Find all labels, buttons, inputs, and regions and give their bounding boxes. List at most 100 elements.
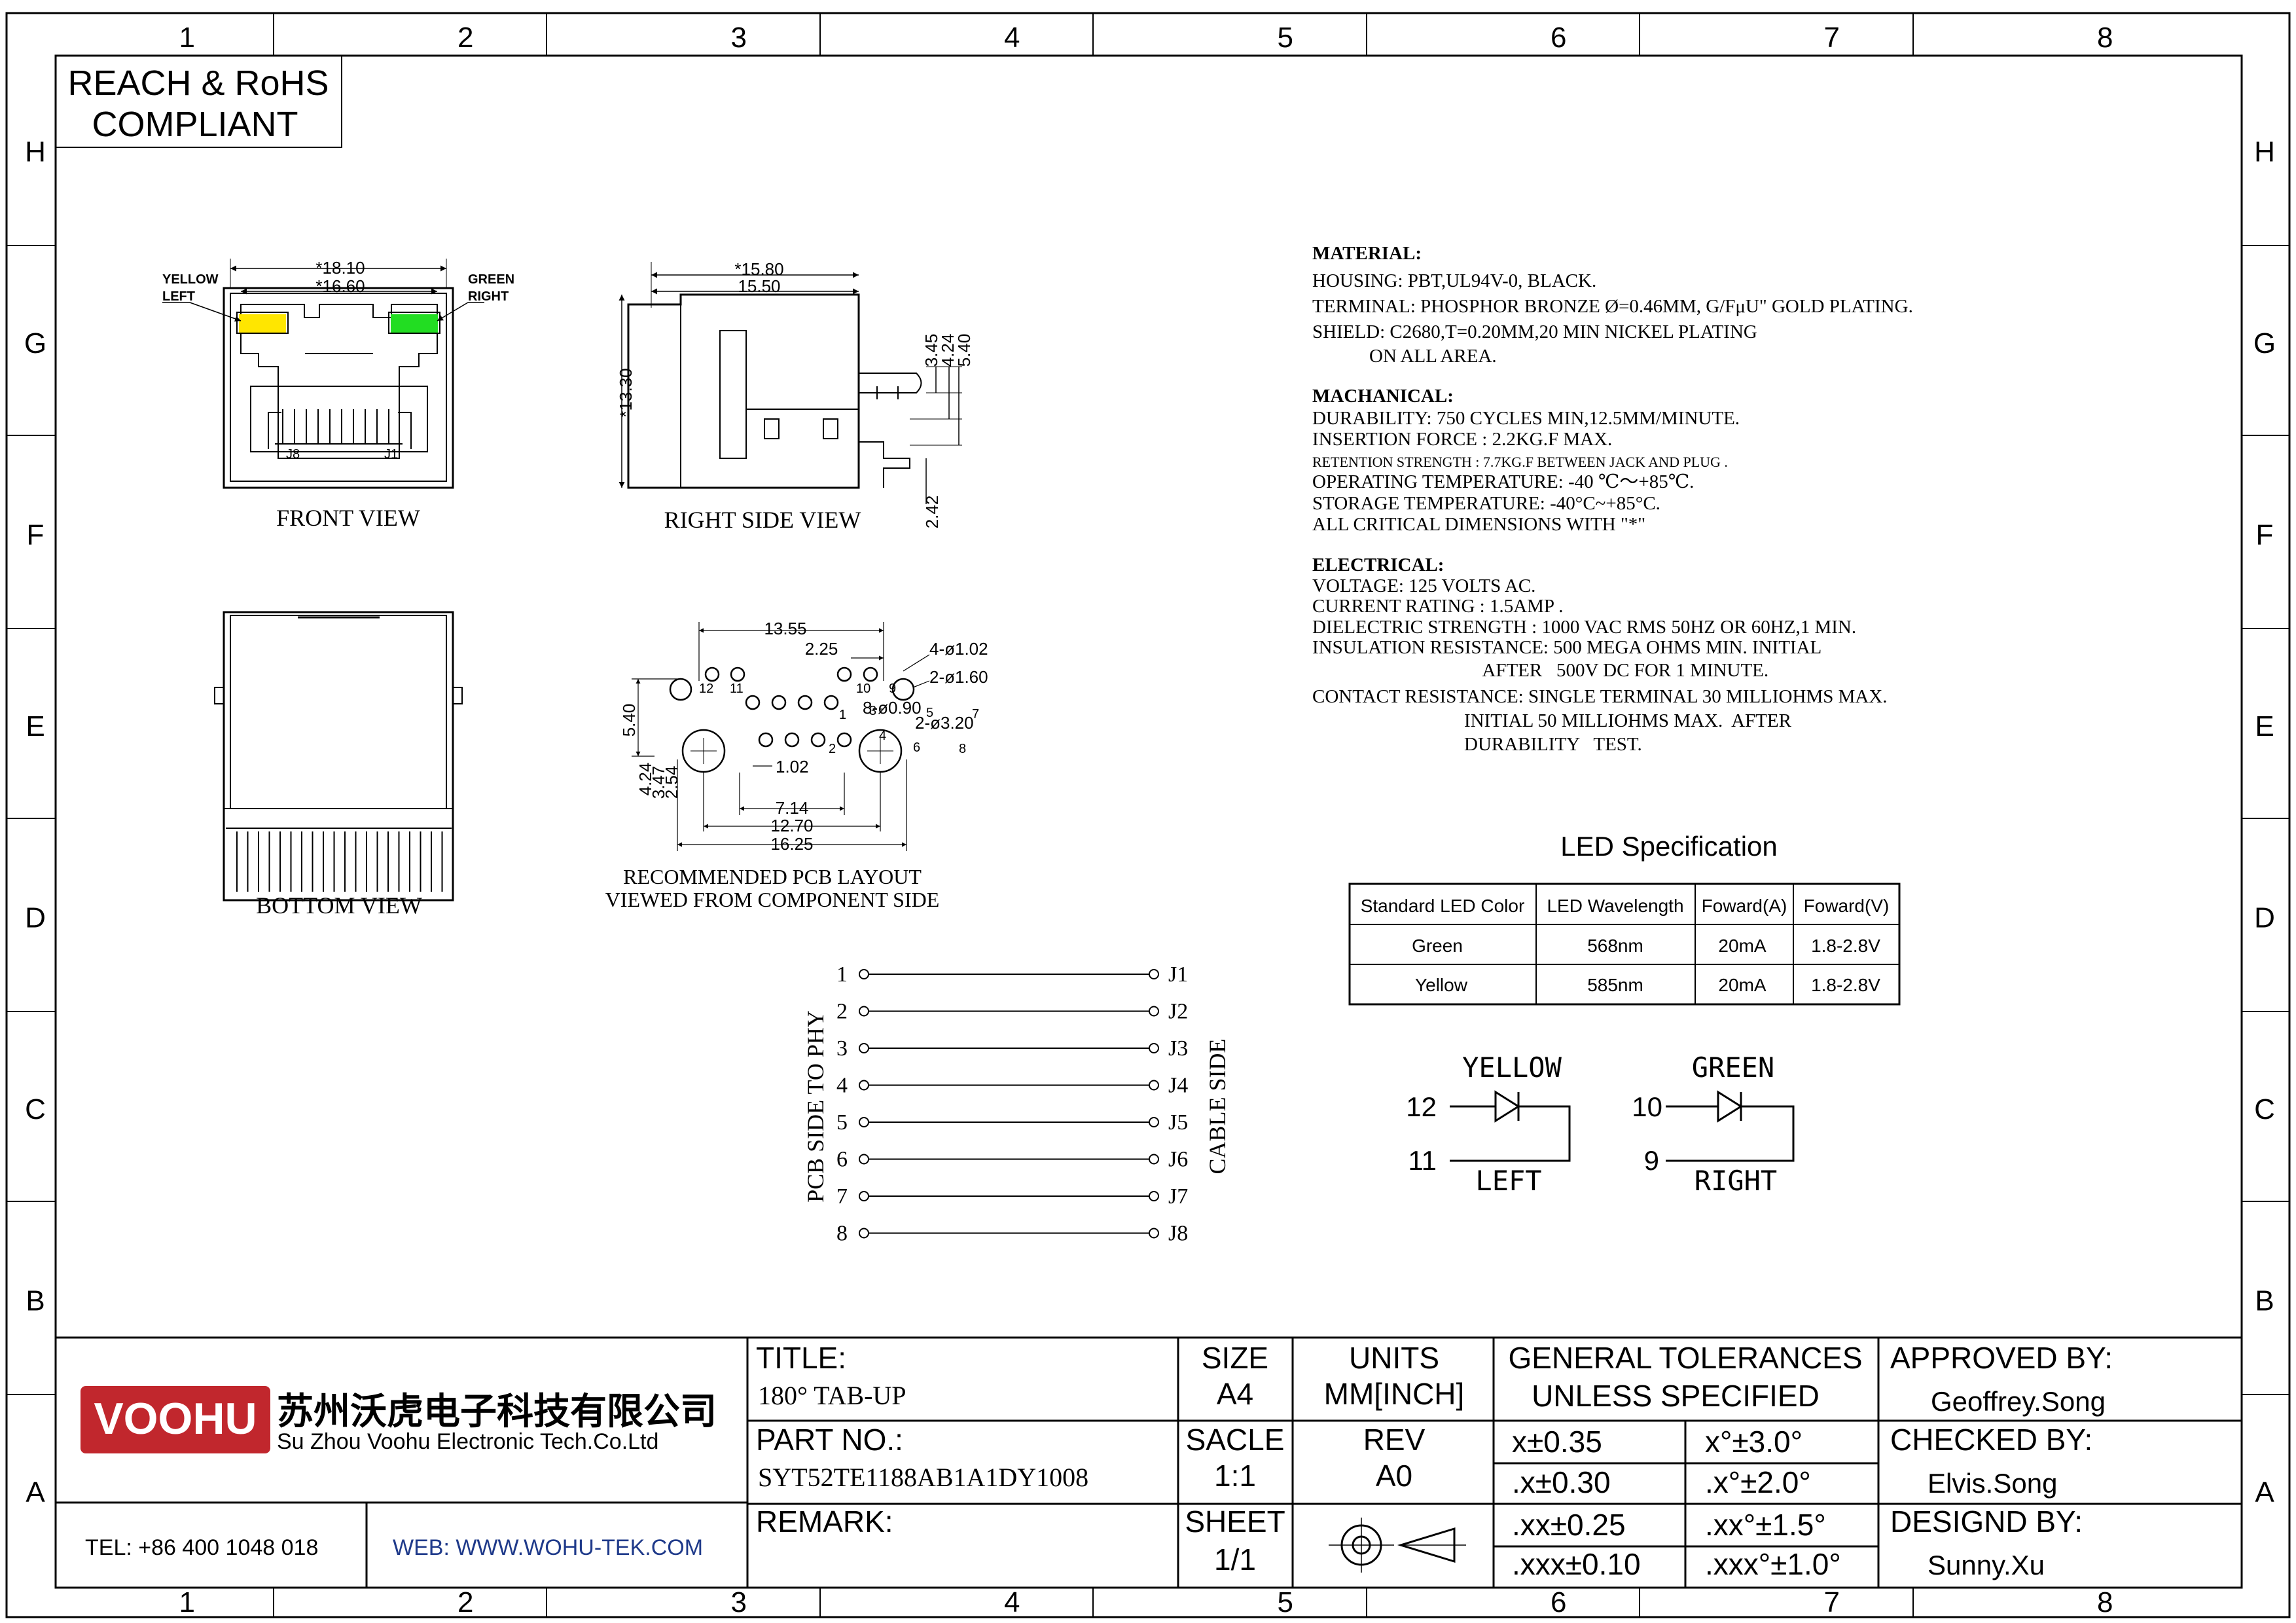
led-green-pin-9: 9 xyxy=(1644,1145,1659,1176)
pcb-pin-10: 10 xyxy=(856,682,870,696)
checked-label: CHECKED BY: xyxy=(1890,1423,2092,1457)
grid-col-label-top: 5 xyxy=(1278,22,1293,54)
right-side-view xyxy=(627,293,922,489)
wire-pin-right-label: J2 xyxy=(1168,1000,1188,1024)
pcb-hole xyxy=(863,666,878,682)
company-name-en: Su Zhou Voohu Electronic Tech.Co.Ltd xyxy=(277,1429,658,1454)
electrical-line-3: DIELECTRIC STRENGTH : 1000 VAC RMS 50HZ … xyxy=(1312,617,1856,638)
material-line-2: TERMINAL: PHOSPHOR BRONZE Ø=0.46MM, G/Fμ… xyxy=(1312,296,1913,317)
pcb-dim-2-1-60: 2-ø1.60 xyxy=(929,667,988,687)
mechanical-line-2: INSERTION FORCE : 2.2KG.F MAX. xyxy=(1312,429,1612,450)
pcb-pin-3: 3 xyxy=(869,704,876,718)
material-line-4: ON ALL AREA. xyxy=(1312,346,1497,367)
grid-col-label-bottom: 8 xyxy=(2097,1586,2113,1618)
designed-value: Sunny.Xu xyxy=(1928,1550,2045,1580)
size-value: A4 xyxy=(1217,1377,1253,1411)
material-line-3: SHIELD: C2680,T=0.20MM,20 MIN NICKEL PLA… xyxy=(1312,321,1757,342)
tolerances-title-2: UNLESS SPECIFIED xyxy=(1532,1379,1820,1413)
material-line-1: HOUSING: PBT,UL94V-0, BLACK. xyxy=(1312,270,1596,291)
bottom-view-label: BOTTOM VIEW xyxy=(256,892,422,919)
led-spec-cell-green-forward-a: 20mA xyxy=(1718,936,1766,956)
side-dim-2-42: 2.42 xyxy=(922,496,942,529)
wire-terminal-left xyxy=(859,1154,869,1165)
tolerances-title-1: GENERAL TOLERANCES xyxy=(1508,1341,1862,1375)
wire-pin-left-label: 8 xyxy=(836,1222,848,1246)
grid-row-label-left: B xyxy=(26,1285,45,1317)
logo-text: VOOHU xyxy=(94,1394,257,1444)
wire-terminal-left xyxy=(859,1228,869,1239)
grid-col-label-bottom: 3 xyxy=(731,1586,747,1618)
wire-terminal-left xyxy=(859,969,869,979)
front-view-label: FRONT VIEW xyxy=(276,505,420,531)
title-value: 180° TAB-UP xyxy=(758,1381,906,1410)
electrical-line-6: CONTACT RESISTANCE: SINGLE TERMINAL 30 M… xyxy=(1312,686,1888,707)
grid-row-label-left: D xyxy=(25,902,46,934)
led-spec-cell-yellow-color: Yellow xyxy=(1415,975,1468,995)
tolerance-angular-2: .xx°±1.5° xyxy=(1705,1508,1826,1542)
pcb-pin-8: 8 xyxy=(959,742,966,756)
material-heading: MATERIAL: xyxy=(1312,243,1422,264)
pcb-layout xyxy=(669,666,915,773)
pin-j8-label: J8 xyxy=(286,447,300,462)
pcb-pin-1: 1 xyxy=(839,708,846,722)
pcb-pin-9: 9 xyxy=(889,682,896,696)
pcb-dim-2-3-20: 2-ø3.20 xyxy=(915,713,974,733)
pcb-hole xyxy=(771,695,787,710)
pcb-pin-6: 6 xyxy=(913,740,920,755)
pcb-layout-label-1: RECOMMENDED PCB LAYOUT xyxy=(623,865,922,888)
pcb-pin-7: 7 xyxy=(972,707,979,721)
grid-row-label-left: H xyxy=(25,136,46,168)
led-yellow-title: YELLOW xyxy=(1462,1051,1562,1084)
front-dim-inner: *16.60 xyxy=(315,276,365,296)
led-green-pin-10: 10 xyxy=(1632,1091,1662,1122)
led-spec-cell-green-color: Green xyxy=(1412,936,1463,956)
pcb-dim-3-47: 3.47 xyxy=(649,766,668,799)
electrical-line-4: INSULATION RESISTANCE: 500 MEGA OHMS MIN… xyxy=(1312,637,1821,658)
led-spec-header-forward-a: Foward(A) xyxy=(1702,896,1787,916)
pcb-pin-4: 4 xyxy=(879,729,886,743)
wire-pin-right-label: J6 xyxy=(1168,1148,1188,1172)
scale-label: SACLE xyxy=(1186,1423,1285,1457)
led-yellow-side: LEFT xyxy=(1475,1165,1541,1197)
projection-symbol-icon xyxy=(1329,1518,1466,1573)
pcb-pin-11: 11 xyxy=(730,682,744,696)
grid-row-label-right: B xyxy=(2255,1285,2274,1317)
compliance-box: REACH & RoHS COMPLIANT xyxy=(55,55,342,148)
pin-j1-label: J1 xyxy=(384,447,398,462)
pcb-hole xyxy=(823,695,839,710)
grid-col-label-top: 7 xyxy=(1824,22,1840,54)
side-dim-height: *13.30 xyxy=(616,368,636,417)
led-spec-header-forward-v: Foward(V) xyxy=(1804,896,1890,916)
side-dim-5-40: 5.40 xyxy=(954,334,974,367)
pcb-dim-1-02: 1.02 xyxy=(776,757,809,776)
led-green-side: RIGHT xyxy=(1695,1165,1777,1197)
wire-terminal-right xyxy=(1149,1080,1159,1091)
led-spec-title: LED Specification xyxy=(1560,831,1778,862)
wire-pin-right-label: J5 xyxy=(1168,1110,1188,1135)
wire-terminal-right xyxy=(1149,1117,1159,1127)
led-spec-cell-yellow-forward-v: 1.8-2.8V xyxy=(1811,975,1880,995)
grid-col-label-bottom: 4 xyxy=(1004,1586,1020,1618)
grid-row-label-right: G xyxy=(2253,327,2276,359)
front-view-dims: *18.10 *16.60 YELLOW LEFT GREEN RIGHT J8… xyxy=(162,258,514,462)
electrical-heading: ELECTRICAL: xyxy=(1312,555,1444,575)
wire-terminal-left xyxy=(859,1043,869,1053)
designed-label: DESIGND BY: xyxy=(1890,1504,2083,1539)
green-led-indicator xyxy=(391,314,438,333)
rev-value: A0 xyxy=(1376,1459,1412,1493)
grid-col-label-top: 3 xyxy=(731,22,747,54)
electrical-line-8: DURABILITY TEST. xyxy=(1312,734,1642,755)
led-spec-header-color: Standard LED Color xyxy=(1361,896,1525,916)
electrical-line-2: CURRENT RATING : 1.5AMP . xyxy=(1312,596,1564,617)
company-web: WEB: WWW.WOHU-TEK.COM xyxy=(393,1535,703,1560)
grid-col-label-bottom: 7 xyxy=(1824,1586,1840,1618)
wire-terminal-right xyxy=(1149,1043,1159,1053)
wire-terminal-left xyxy=(859,1006,869,1017)
pcb-hole xyxy=(836,732,852,748)
led-right-side-label: RIGHT xyxy=(468,289,509,304)
side-dim-top-2: 15.50 xyxy=(738,276,780,296)
pcb-hole xyxy=(784,732,800,748)
grid-col-label-top: 8 xyxy=(2097,22,2113,54)
